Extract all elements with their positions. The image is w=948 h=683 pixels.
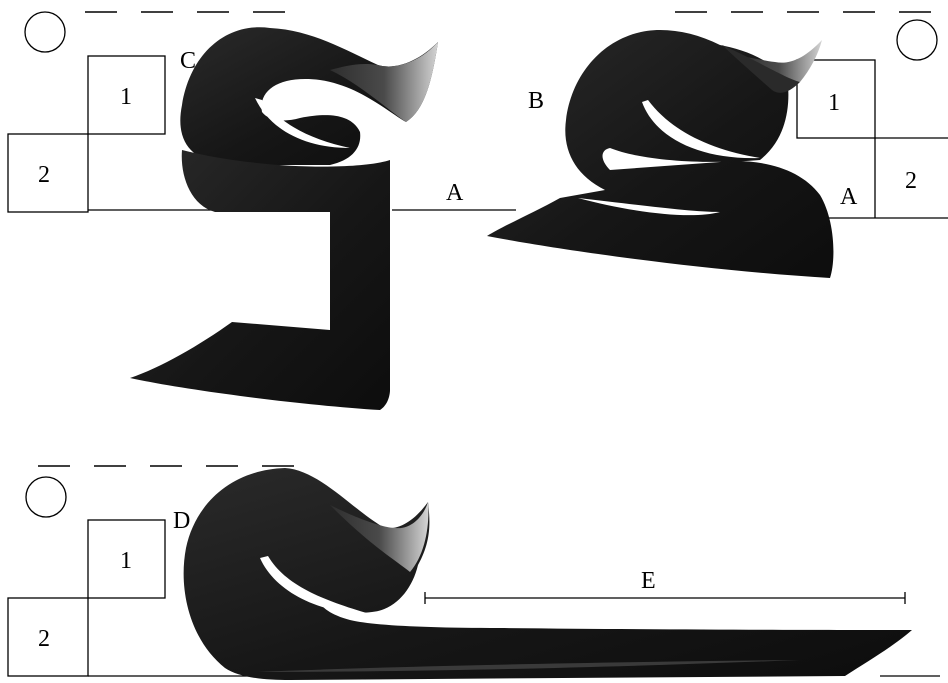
letter-stem-stroke (130, 150, 390, 410)
box-1-label: 1 (828, 90, 840, 116)
reference-circle (26, 477, 66, 517)
label-a-right: A (840, 184, 858, 210)
label-d: D (173, 508, 190, 534)
panel-c: 1 2 C A (8, 12, 516, 410)
panel-b: 1 2 B A (487, 12, 948, 278)
reference-circle (25, 12, 65, 52)
panel-d: 1 2 D E (8, 466, 940, 680)
letter-body-stroke (184, 468, 912, 680)
label-b: B (528, 88, 544, 114)
box-2-label: 2 (38, 626, 50, 652)
box-2-label: 2 (38, 162, 50, 188)
label-a-left: A (446, 180, 464, 206)
box-1-label: 1 (120, 84, 132, 110)
box-2-label: 2 (905, 168, 917, 194)
reference-circle (897, 20, 937, 60)
box-1-label: 1 (120, 548, 132, 574)
label-e: E (641, 568, 656, 594)
